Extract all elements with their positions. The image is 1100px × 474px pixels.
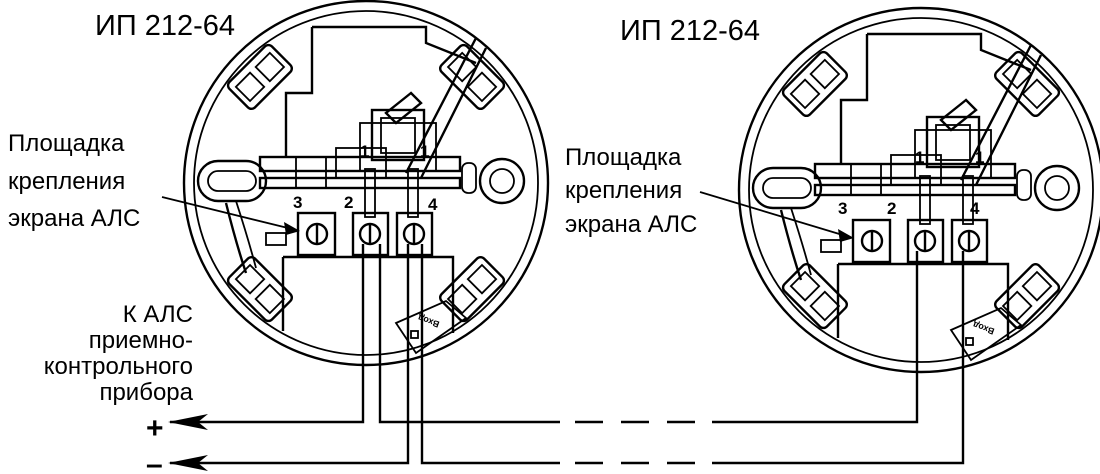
screen-pointer-line [699,191,847,237]
detector-title: ИП 212-64 [620,15,760,47]
detector-left: ИП 212-64 Площадка крепления экрана АЛС … [8,0,550,367]
arrow-plus-icon [168,414,208,430]
detector-base-drawing [737,6,1100,374]
wire-plus-right [712,251,919,424]
screen-label-line: экрана АЛС [565,211,697,238]
panel-label: К АЛС приемно- контрольного прибора + – [44,301,194,474]
wire-minus-right [712,251,965,465]
wire-plus-in [170,244,365,424]
screen-label-line: Площадка [8,130,125,157]
wire-minus-out [420,244,560,465]
minus-sign: – [146,448,163,474]
screen-pointer-line [161,196,293,230]
terminal-number: 1 [975,148,984,167]
terminal-number: 2 [887,199,896,218]
screen-label-line: Площадка [565,144,682,171]
screen-label-line: крепления [8,168,125,195]
plus-sign: + [146,412,164,445]
arrow-icon [838,229,854,242]
panel-label-line: приемно- [89,327,193,354]
terminal-number: 3 [293,193,302,212]
wire-plus-out [378,244,560,424]
terminal-number: 3 [838,199,847,218]
output-mark: Вход [971,319,996,336]
terminal-number: 1 [360,142,369,161]
detector-title: ИП 212-64 [95,10,235,42]
detector-right: ИП 212-64 Площадка крепления экрана АЛС … [565,6,1100,374]
terminal-number: 1 [420,142,429,161]
panel-label-line: контрольного [44,353,193,380]
alc-wiring [168,244,965,471]
arrow-minus-icon [168,455,208,471]
wire-minus-in [170,244,410,465]
panel-label-line: К АЛС [123,301,193,328]
panel-label-line: прибора [99,379,193,406]
screen-label-line: крепления [565,177,682,204]
terminal-number: 1 [915,148,924,167]
arrow-icon [284,222,300,235]
detector-base-drawing [182,0,550,367]
terminal-number: 4 [970,199,980,218]
output-mark: Вход [416,312,441,329]
terminal-number: 4 [428,195,438,214]
screen-label-line: экрана АЛС [8,205,140,232]
terminal-number: 2 [344,193,353,212]
